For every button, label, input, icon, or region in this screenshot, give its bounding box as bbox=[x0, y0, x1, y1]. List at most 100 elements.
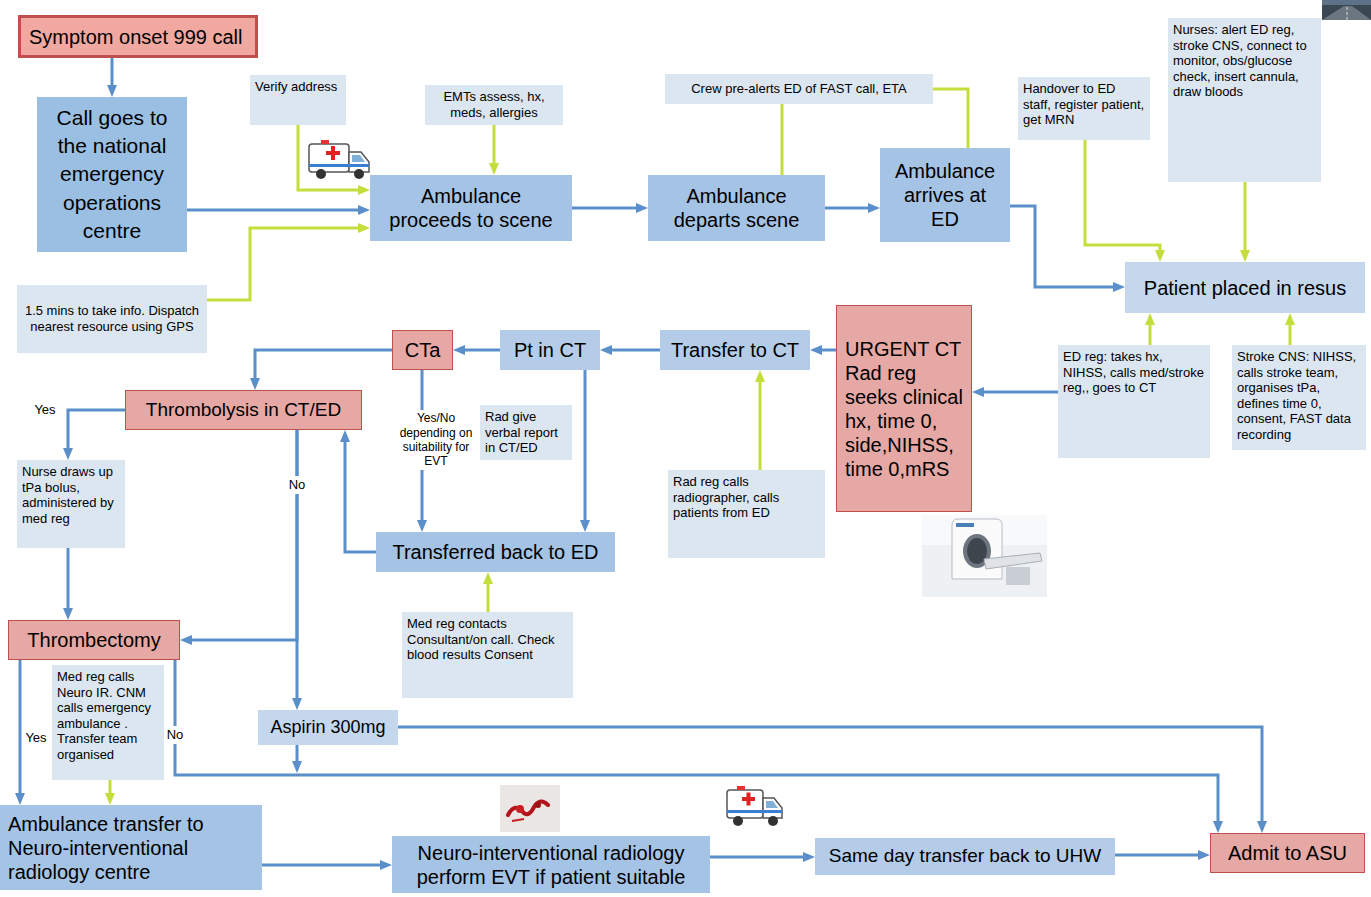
process-box: Ambulance proceeds to scene bbox=[370, 175, 572, 241]
note-box: Handover to ED staff, register patient, … bbox=[1018, 77, 1150, 140]
box-text: Ambulance arrives at ED bbox=[888, 159, 1002, 231]
callout-connector bbox=[933, 89, 968, 148]
flow-arrow bbox=[68, 410, 125, 450]
box-text: Pt in CT bbox=[508, 338, 592, 362]
box-text: Ambulance transfer to Neuro-intervention… bbox=[8, 812, 254, 884]
merge-arrow bbox=[296, 745, 299, 763]
edge-label: No bbox=[165, 726, 186, 744]
flow-arrow bbox=[1115, 854, 1200, 857]
box-text: Transferred back to ED bbox=[384, 540, 607, 564]
edge-label: Yes/No depending on suitability for EVT bbox=[395, 410, 477, 470]
box-text: EMTs assess, hx, meds, allergies bbox=[430, 89, 558, 120]
note-box: Stroke CNS: NIHSS, calls stroke team, or… bbox=[1232, 345, 1366, 450]
flow-arrow bbox=[190, 430, 297, 640]
callout-connector bbox=[207, 228, 360, 300]
end-box: Admit to ASU bbox=[1210, 833, 1365, 873]
callout-connector bbox=[1149, 323, 1152, 345]
flow-arrow bbox=[584, 370, 587, 522]
process-box: Ambulance transfer to Neuro-intervention… bbox=[0, 805, 262, 890]
process-box: Ambulance arrives at ED bbox=[880, 148, 1010, 242]
box-text: Stroke CNS: NIHSS, calls stroke team, or… bbox=[1237, 349, 1361, 443]
box-text: URGENT CT Rad reg seeks clinical hx, tim… bbox=[845, 337, 963, 481]
note-box: Rad give verbal report in CT/ED bbox=[480, 405, 572, 460]
box-text: Nurse draws up tPa bolus, administered b… bbox=[22, 464, 120, 526]
alert-box: CTa bbox=[392, 330, 453, 370]
flow-arrow bbox=[111, 58, 114, 87]
process-box: Patient placed in resus bbox=[1125, 262, 1365, 313]
flow-arrow bbox=[255, 350, 392, 380]
start-box: Symptom onset 999 call bbox=[18, 15, 258, 58]
flow-arrow bbox=[175, 660, 1218, 823]
flow-arrow bbox=[19, 660, 22, 795]
process-box: Transferred back to ED bbox=[376, 532, 615, 572]
callout-connector bbox=[487, 582, 490, 612]
flow-arrow bbox=[345, 440, 376, 552]
note-box: 1.5 mins to take info. Dispatch nearest … bbox=[17, 285, 207, 353]
flow-arrow bbox=[825, 207, 870, 210]
note-box: Nurses: alert ED reg, stroke CNS, connec… bbox=[1168, 18, 1321, 182]
flow-arrow bbox=[67, 548, 70, 610]
box-text: Thrombolysis in CT/ED bbox=[134, 399, 353, 422]
box-text: ED reg: takes hx, NIHSS, calls med/strok… bbox=[1063, 349, 1205, 396]
box-text: Nurses: alert ED reg, stroke CNS, connec… bbox=[1173, 22, 1316, 100]
process-box: Ambulance departs scene bbox=[648, 175, 825, 241]
flow-arrow bbox=[610, 349, 660, 352]
note-box: Crew pre-alerts ED of FAST call, ETA bbox=[665, 74, 933, 104]
flow-arrow bbox=[710, 856, 805, 859]
road-photo bbox=[1322, 0, 1371, 20]
callout-connector bbox=[109, 780, 112, 795]
box-text: Neuro-interventional radiology perform E… bbox=[400, 841, 702, 889]
process-box: Aspirin 300mg bbox=[258, 710, 398, 745]
flow-arrow bbox=[572, 207, 638, 210]
process-box: Pt in CT bbox=[500, 330, 600, 370]
note-box: Rad reg calls radiographer, calls patien… bbox=[668, 470, 825, 558]
edge-label: Yes bbox=[32, 401, 57, 419]
process-box: Transfer to CT bbox=[660, 330, 810, 370]
box-text: Rad reg calls radiographer, calls patien… bbox=[673, 474, 820, 521]
box-text: Symptom onset 999 call bbox=[29, 25, 247, 49]
decision-box: Thrombolysis in CT/ED bbox=[125, 390, 362, 430]
box-text: Same day transfer back to UHW bbox=[823, 845, 1107, 868]
flow-arrow bbox=[296, 430, 299, 700]
box-text: 1.5 mins to take info. Dispatch nearest … bbox=[22, 303, 202, 334]
box-text: Med reg contacts Consultant/on call. Che… bbox=[407, 616, 568, 663]
note-box: ED reg: takes hx, NIHSS, calls med/strok… bbox=[1058, 345, 1210, 458]
box-text: Thrombectomy bbox=[17, 628, 171, 652]
box-text: Ambulance departs scene bbox=[656, 184, 817, 232]
box-text: Aspirin 300mg bbox=[266, 717, 390, 739]
box-text: Patient placed in resus bbox=[1133, 276, 1357, 300]
callout-connector bbox=[298, 125, 360, 190]
flow-arrow bbox=[982, 391, 1058, 394]
callout-connector bbox=[759, 380, 762, 470]
box-text: CTa bbox=[401, 338, 444, 362]
callout-connector bbox=[1244, 182, 1247, 252]
box-text: Handover to ED staff, register patient, … bbox=[1023, 81, 1145, 128]
callout-connector bbox=[1289, 323, 1292, 345]
note-box: Nurse draws up tPa bolus, administered b… bbox=[17, 460, 125, 548]
flow-arrow bbox=[187, 209, 360, 212]
box-text: Admit to ASU bbox=[1219, 841, 1356, 865]
decision-box: Thrombectomy bbox=[8, 620, 180, 660]
box-text: Transfer to CT bbox=[668, 338, 802, 362]
box-text: Crew pre-alerts ED of FAST call, ETA bbox=[670, 81, 928, 97]
flow-arrow bbox=[463, 349, 500, 352]
ambulance-icon bbox=[309, 140, 369, 179]
box-text: Ambulance proceeds to scene bbox=[378, 184, 564, 232]
ct-scanner-photo bbox=[922, 515, 1047, 597]
flow-arrow bbox=[820, 349, 836, 352]
note-box: EMTs assess, hx, meds, allergies bbox=[425, 85, 563, 125]
clot-photo bbox=[500, 785, 560, 832]
edge-label: Yes bbox=[23, 729, 48, 747]
note-box: Med reg calls Neuro IR. CNM calls emerge… bbox=[52, 665, 164, 780]
callout-connector bbox=[1085, 140, 1160, 252]
box-text: Rad give verbal report in CT/ED bbox=[485, 409, 567, 456]
process-box: Same day transfer back to UHW bbox=[815, 838, 1115, 875]
ambulance-icon bbox=[727, 786, 782, 826]
process-box: Neuro-interventional radiology perform E… bbox=[392, 836, 710, 893]
callout-connector bbox=[493, 125, 496, 165]
box-text: Med reg calls Neuro IR. CNM calls emerge… bbox=[57, 669, 159, 763]
edge-label: No bbox=[287, 476, 308, 494]
box-text: Verify address bbox=[255, 79, 341, 95]
callout-connector bbox=[781, 104, 784, 175]
